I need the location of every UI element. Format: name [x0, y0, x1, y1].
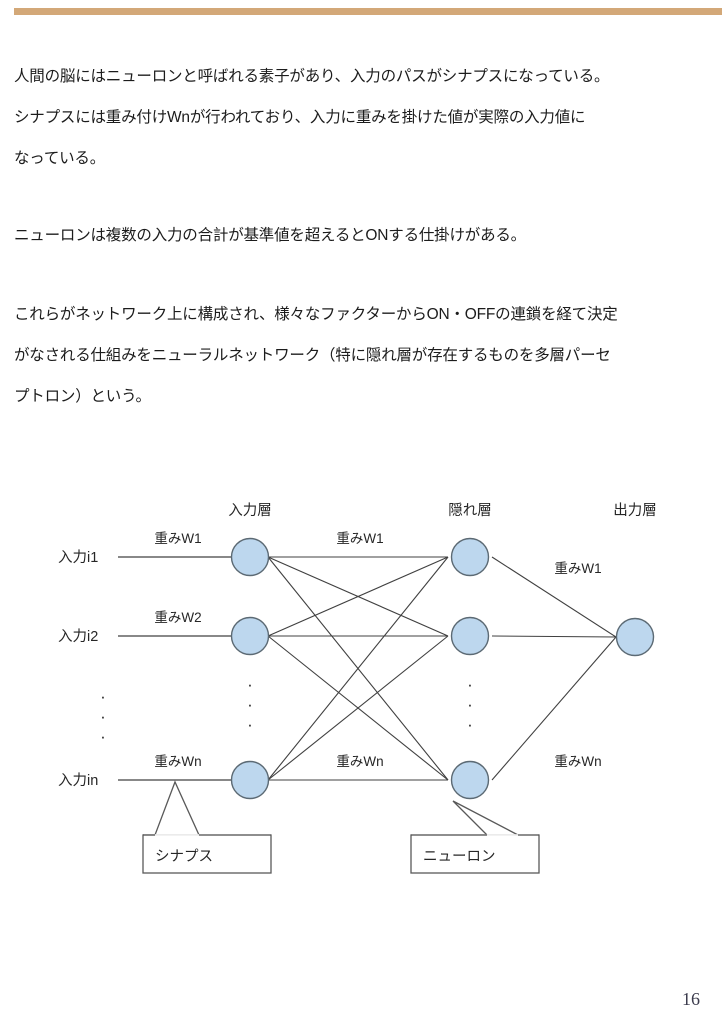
input-node-n[interactable] — [230, 760, 270, 800]
output-layer-nodes — [615, 617, 655, 657]
paragraph-3: これらがネットワーク上に構成され、様々なファクターからON・OFFの連鎖を経て決… — [14, 294, 710, 417]
paragraph-2: ニューロンは複数の入力の合計が基準値を超えるとONする仕掛けがある。 — [14, 215, 710, 256]
hidden-node-n[interactable] — [450, 760, 490, 800]
edge-i2-h1 — [267, 556, 449, 637]
callout-synapse-tail — [143, 780, 201, 836]
page-number: 16 — [682, 989, 700, 1009]
ellipsis-hidden-dot-1: · — [467, 675, 473, 694]
input-to-hidden-edges — [267, 556, 449, 781]
weight-label-input-w1: 重みW1 — [154, 531, 201, 546]
callout-neuron-label: ニューロン — [423, 849, 496, 865]
callout-synapse-label: シナプス — [155, 848, 213, 865]
layer-label-input: 入力層 — [228, 502, 272, 519]
paragraph-gap-1 — [14, 179, 710, 215]
callout-synapse[interactable]: シナプス — [142, 780, 272, 874]
input-label-i1: 入力i1 — [58, 549, 98, 566]
weight-label-output-w1: 重みW1 — [554, 561, 601, 576]
ellipsis-inputlayer-dot-1: · — [247, 675, 253, 694]
paragraph-3-line-1: これらがネットワーク上に構成され、様々なファクターからON・OFFの連鎖を経て決… — [14, 306, 618, 323]
document-body: 人間の脳にはニューロンと呼ばれる素子があり、入力のパスがシナプスになっている。 … — [14, 56, 710, 417]
ellipsis-hidden-dot-3: · — [467, 715, 473, 734]
paragraph-gap-2 — [14, 256, 710, 294]
edge-in-h2 — [267, 635, 449, 781]
ellipsis-marks: · · · · · · · · · — [100, 675, 473, 746]
edge-h1-o1 — [491, 556, 617, 638]
hidden-to-output-edges — [491, 556, 617, 781]
ellipsis-input-dot-2: · — [100, 707, 106, 726]
callout-neuron[interactable]: ニューロン — [410, 800, 540, 874]
paragraph-3-line-2: がなされる仕組みをニューラルネットワーク（特に隠れ層が存在するものを多層パーセ — [14, 347, 611, 364]
edge-h2-o1 — [491, 635, 617, 638]
ellipsis-inputlayer-dot-2: · — [247, 695, 253, 714]
ellipsis-input-dot-3: · — [100, 727, 106, 746]
weight-label-output-wn: 重みWn — [554, 754, 601, 769]
input-node-1[interactable] — [230, 537, 270, 577]
input-layer-nodes — [230, 537, 270, 800]
callout-neuron-box — [410, 834, 540, 874]
input-label-i2: 入力i2 — [58, 628, 98, 645]
layer-label-hidden: 隠れ層 — [448, 502, 492, 519]
callout-synapse-box — [142, 834, 272, 874]
input-pass-lines — [118, 556, 232, 781]
weight-label-hidden-w1: 重みW1 — [336, 531, 383, 546]
paragraph-1-line-3: なっている。 — [14, 150, 106, 167]
paragraph-3-line-3: プトロン）という。 — [14, 388, 151, 405]
layer-label-output: 出力層 — [613, 502, 657, 519]
ellipsis-inputlayer-dot-3: · — [247, 715, 253, 734]
neural-network-diagram: · · · · · · · · · 入力層 隠れ層 出力層 入力i1 入力i2 … — [0, 490, 722, 910]
hidden-node-2[interactable] — [450, 616, 490, 656]
input-label-in: 入力in — [58, 772, 98, 789]
hidden-layer-nodes — [450, 537, 490, 800]
weight-label-input-wn: 重みWn — [154, 754, 201, 769]
ellipsis-hidden-dot-2: · — [467, 695, 473, 714]
callout-neuron-tail — [452, 800, 519, 836]
edge-in-h1 — [267, 556, 449, 781]
top-accent-rule — [14, 8, 722, 15]
weight-label-hidden-wn: 重みWn — [336, 754, 383, 769]
input-node-2[interactable] — [230, 616, 270, 656]
paragraph-1-line-1: 人間の脳にはニューロンと呼ばれる素子があり、入力のパスがシナプスになっている。 — [14, 68, 610, 85]
output-node-1[interactable] — [615, 617, 655, 657]
hidden-node-1[interactable] — [450, 537, 490, 577]
paragraph-1: 人間の脳にはニューロンと呼ばれる素子があり、入力のパスがシナプスになっている。 … — [14, 56, 710, 179]
paragraph-1-line-2: シナプスには重み付けWnが行われており、入力に重みを掛けた値が実際の入力値に — [14, 109, 586, 126]
ellipsis-input-dot-1: · — [100, 687, 106, 706]
weight-label-input-w2: 重みW2 — [154, 610, 201, 625]
edge-h3-o1 — [491, 636, 617, 781]
paragraph-2-line-1: ニューロンは複数の入力の合計が基準値を超えるとONする仕掛けがある。 — [14, 227, 526, 244]
